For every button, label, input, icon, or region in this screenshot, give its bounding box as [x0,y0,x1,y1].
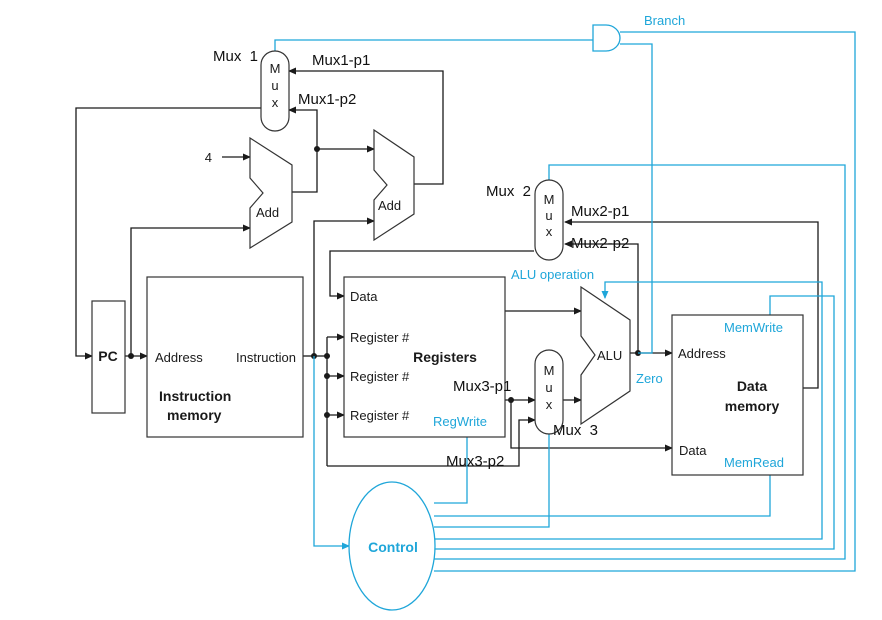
branch-label: Branch [644,13,685,28]
registers-file [343,276,506,438]
alu [580,285,631,426]
control-unit [348,481,436,611]
pc-register [91,300,126,414]
reg-register-3-label: Register # [350,408,410,423]
mux-1-p2-label: Mux1-p2 [298,91,356,108]
dmem-title-line1: Data [737,378,768,394]
imem-address-label: Address [155,350,203,365]
imem-instruction-label: Instruction [236,350,296,365]
dmem-data-label: Data [679,443,707,458]
data-memory [671,314,804,476]
mux-1-letter-u: u [271,78,278,93]
mux-1-p1-label: Mux1-p1 [312,52,370,69]
alu-label: ALU [597,348,622,363]
adder-pc-plus-4 [249,136,293,250]
mux-2-label: Mux 2 [486,183,531,200]
constant-four: 4 [205,150,212,165]
zero-label: Zero [636,371,663,386]
reg-data-label: Data [350,289,378,304]
pc-label: PC [98,348,117,364]
mux-1-letter-x: x [272,95,279,110]
dmem-title-line2: memory [725,398,780,414]
adder-1-label: Add [256,205,279,220]
junction-dots [128,146,641,418]
adder-branch-target [373,128,415,242]
mux-3-letter-x: x [546,397,553,412]
mux-3-p2-label: Mux3-p2 [446,453,504,470]
control-label: Control [368,539,418,555]
mux-2-p2-label: Mux2-p2 [571,235,629,252]
reg-register-2-label: Register # [350,369,410,384]
memread-label: MemRead [724,455,784,470]
instruction-memory [146,276,304,438]
alu-operation-label: ALU operation [511,267,594,282]
mux-3-letter-m: M [544,363,555,378]
mux-2-letter-u: u [545,208,552,223]
branch-and-gate [592,24,621,52]
mux-1 [260,50,290,132]
control-wires [274,31,856,572]
registers-title: Registers [413,349,477,365]
mux-1-label: Mux 1 [213,48,258,65]
mux-3-label: Mux 3 [553,422,598,439]
dmem-address-label: Address [678,346,726,361]
mux-2-p1-label: Mux2-p1 [571,203,629,220]
mux-2-letter-m: M [544,192,555,207]
memwrite-label: MemWrite [724,320,783,335]
imem-title-line2: memory [167,407,222,423]
mux-2-letter-x: x [546,224,553,239]
reg-register-1-label: Register # [350,330,410,345]
regwrite-label: RegWrite [433,414,487,429]
adder-2-label: Add [378,198,401,213]
mux-3-p1-label: Mux3-p1 [453,378,511,395]
imem-title-line1: Instruction [159,388,231,404]
mux-3 [534,349,564,435]
mux-1-letter-m: M [270,61,281,76]
mux-2 [534,179,564,261]
mux-3-letter-u: u [545,380,552,395]
